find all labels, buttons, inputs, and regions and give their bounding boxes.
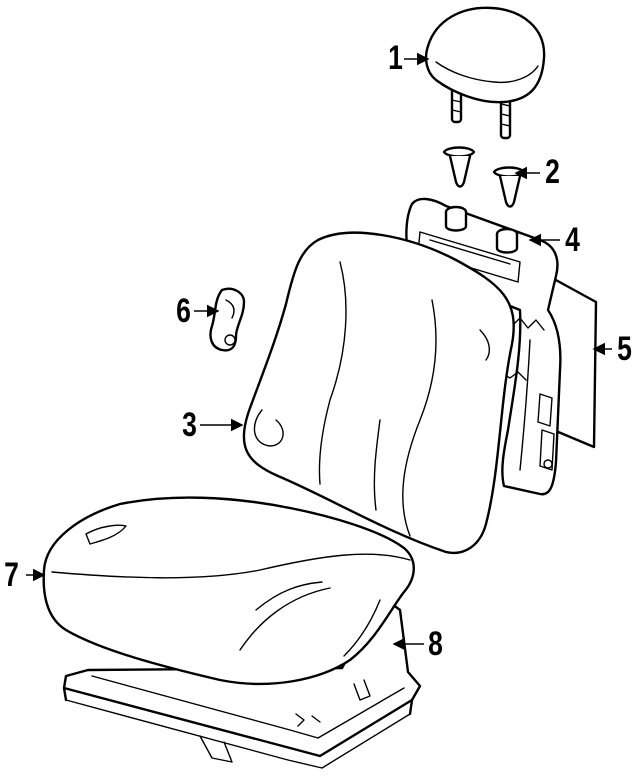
callout-2: 2 — [545, 153, 560, 191]
callout-6: 6 — [176, 292, 191, 330]
part-3-seat-back-cushion — [242, 231, 515, 555]
callout-7: 7 — [4, 556, 19, 594]
part-6-trim-knob — [209, 287, 246, 352]
callout-4: 4 — [565, 221, 580, 259]
callout-1: 1 — [388, 39, 403, 77]
part-1-headrest — [424, 6, 546, 140]
part-7-seat-cushion — [42, 496, 415, 686]
callout-5: 5 — [617, 330, 632, 368]
callout-8: 8 — [428, 625, 443, 663]
callout-3: 3 — [182, 406, 197, 444]
part-2-headrest-guides — [442, 146, 526, 208]
